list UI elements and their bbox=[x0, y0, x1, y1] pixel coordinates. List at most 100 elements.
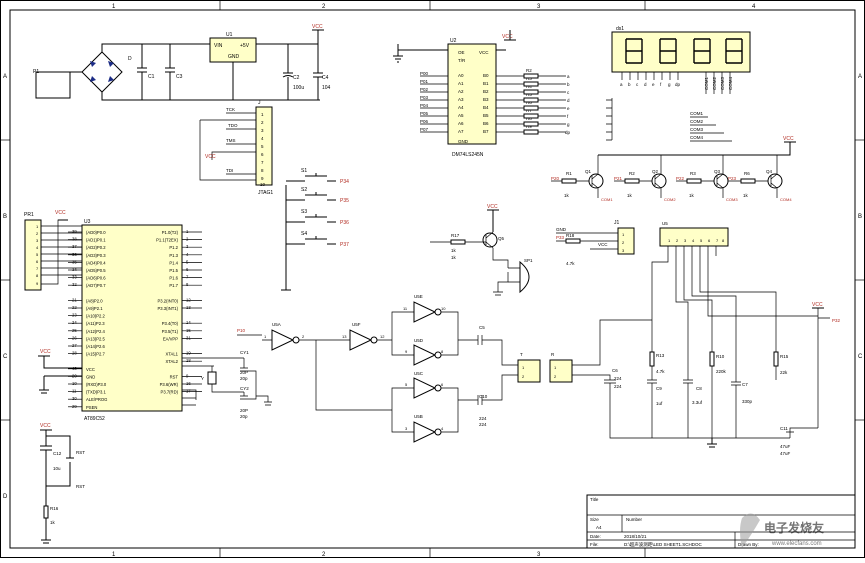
svg-text:8: 8 bbox=[36, 273, 39, 278]
sensor-vcc: VCC bbox=[812, 302, 823, 308]
mcu-left-pin-label: (A14)P2.6 bbox=[86, 344, 106, 349]
digit-drivers: VCC P20 R1 1k Q1 COM1 P21 R2 1k Q2 COM2 … bbox=[551, 136, 796, 202]
u2-net: P03 bbox=[420, 95, 429, 100]
r10-label: R10 bbox=[716, 354, 725, 359]
mcu-right-pin-label: P1.6 bbox=[169, 276, 178, 281]
j1-block: J1 123 GND P33 VCC R18 4.7k bbox=[556, 220, 635, 266]
jtag-pin: 2 bbox=[261, 120, 264, 125]
rpack-out: b bbox=[567, 82, 570, 87]
mcu-right-pin-label: P1.4 bbox=[169, 260, 178, 265]
u2-net: P07 bbox=[420, 127, 429, 132]
seg-label: d bbox=[644, 82, 647, 87]
u2-pin: A5 bbox=[458, 113, 464, 118]
rpack-out: d bbox=[567, 98, 570, 103]
mcu-right-pin-label: P1.3 bbox=[169, 253, 178, 258]
key-net: P35 bbox=[340, 198, 349, 204]
driver-com: COM3 bbox=[726, 197, 738, 202]
mcu-right-pin-num: 3 bbox=[186, 244, 189, 249]
mcu-left-pin-label: ALE/PROG bbox=[86, 397, 107, 402]
u2-pin: A7 bbox=[458, 129, 464, 134]
mcu-left-pin-label: (AD3)P0.3 bbox=[86, 253, 106, 258]
com-label: COM4 bbox=[728, 77, 733, 90]
mcu-left-pin-num: 27 bbox=[72, 343, 77, 348]
svg-text:2: 2 bbox=[554, 374, 557, 379]
buzzer-block: VCC Q5 R17 1k 1k SP1 bbox=[430, 204, 533, 296]
mcu-left-pin-num: 29 bbox=[72, 404, 77, 409]
cy1-value: 20P bbox=[240, 370, 248, 375]
mcu-left-pin-label: VCC bbox=[86, 367, 95, 372]
svg-text:4: 4 bbox=[692, 238, 695, 243]
gate-pin: 3 bbox=[405, 426, 408, 431]
u2-vcc: VCC bbox=[502, 34, 513, 40]
mcu-left-pin-label: (A11)P2.3 bbox=[86, 321, 105, 326]
rpack-out: f bbox=[567, 114, 569, 119]
title-label: Title bbox=[590, 497, 599, 502]
driver-in: P21 bbox=[614, 176, 623, 181]
svg-text:8: 8 bbox=[722, 238, 725, 243]
driver-com: COM1 bbox=[601, 197, 613, 202]
drivers-vcc: VCC bbox=[783, 136, 794, 142]
driver-val: 1k bbox=[564, 193, 570, 198]
driver-com: COM4 bbox=[780, 197, 792, 202]
jtag-vcc: VCC bbox=[205, 154, 216, 160]
driver-stage-1: P20 R1 1k Q1 COM1 bbox=[551, 155, 613, 202]
com-label: COM1 bbox=[704, 77, 709, 90]
c8-label: C8 bbox=[696, 386, 702, 391]
u2-net: P06 bbox=[420, 119, 429, 124]
bridge-rectifier: D bbox=[81, 51, 132, 93]
mcu-right-pin-num: 31 bbox=[186, 335, 191, 340]
u2-net: P00 bbox=[420, 71, 429, 76]
r13-value: 4.7k bbox=[656, 369, 665, 374]
mcu-left-pin-label: (AD7)P0.7 bbox=[86, 283, 106, 288]
gate-pin: 4 bbox=[441, 426, 444, 431]
mcu-part: AT89C52 bbox=[84, 416, 105, 422]
u2-part: DM74LS245N bbox=[452, 152, 484, 158]
inverter-u5d: U5D 9 8 bbox=[405, 338, 444, 366]
inverter-u5e: U5E 11 10 bbox=[403, 294, 446, 323]
c12-value: 10u bbox=[53, 466, 61, 471]
u2-pin: A1 bbox=[458, 81, 464, 86]
j1-net-p33: P33 bbox=[556, 235, 565, 240]
svg-text:3: 3 bbox=[684, 238, 687, 243]
display-ref: ds1 bbox=[616, 26, 624, 32]
jtag-name: JTAG1 bbox=[258, 190, 273, 196]
driver-q: Q3 bbox=[714, 169, 721, 174]
jtag-block: J JTAG1 1 2 3 4 5 6 7 8 9 10 TCK TDO TMS… bbox=[199, 100, 273, 196]
driver-in: P20 bbox=[551, 176, 560, 181]
mcu-left-pin-num: 34 bbox=[72, 267, 77, 272]
mcu-left-pin-label: PSEN bbox=[86, 405, 97, 410]
col-label-1-bottom: 1 bbox=[112, 552, 116, 558]
mcu-left-pin-label: (A12)P2.4 bbox=[86, 329, 106, 334]
mcu-right-pin-num: 7 bbox=[186, 275, 189, 280]
u2-pin: B3 bbox=[483, 97, 489, 102]
driver-stage-3: P22 R3 1k Q3 COM3 bbox=[676, 155, 738, 202]
r18-label: R18 bbox=[566, 233, 575, 238]
key-ref: S3 bbox=[301, 209, 307, 215]
title-block: Title Size A4 Number Date: 2018/10/21 Fi… bbox=[586, 494, 856, 549]
mcu-right-pin-num: 6 bbox=[186, 267, 189, 272]
u5-sensor-ic bbox=[659, 227, 729, 247]
col-label-2: 2 bbox=[322, 4, 326, 10]
u1-5v: +5V bbox=[240, 43, 250, 49]
u2-pin-oe: OE bbox=[458, 50, 465, 55]
driver-val: 1k bbox=[689, 193, 695, 198]
u2-pin-tr: T/R bbox=[458, 58, 466, 63]
u2-pin: A6 bbox=[458, 121, 464, 126]
seg-label: g bbox=[668, 82, 671, 87]
mcu-left-pin-num: 25 bbox=[72, 328, 77, 333]
c4-value: 104 bbox=[322, 85, 331, 91]
j1-header bbox=[617, 227, 635, 255]
j1-net-vcc: VCC bbox=[598, 242, 608, 247]
mcu-left-pin-label: (TXD)P3.1 bbox=[86, 390, 106, 395]
jtag-pin: 6 bbox=[261, 152, 264, 157]
driver-in: P23 bbox=[728, 176, 737, 181]
inverter-u5a: U5A 1 2 bbox=[264, 322, 305, 351]
svg-text:1: 1 bbox=[522, 365, 525, 370]
svg-text:5: 5 bbox=[700, 238, 703, 243]
c1-label: C1 bbox=[148, 74, 155, 80]
u2-pin: B0 bbox=[483, 73, 489, 78]
mcu-right-pin-label: EA/VPP bbox=[163, 336, 178, 341]
date-label: Date: bbox=[590, 534, 601, 539]
